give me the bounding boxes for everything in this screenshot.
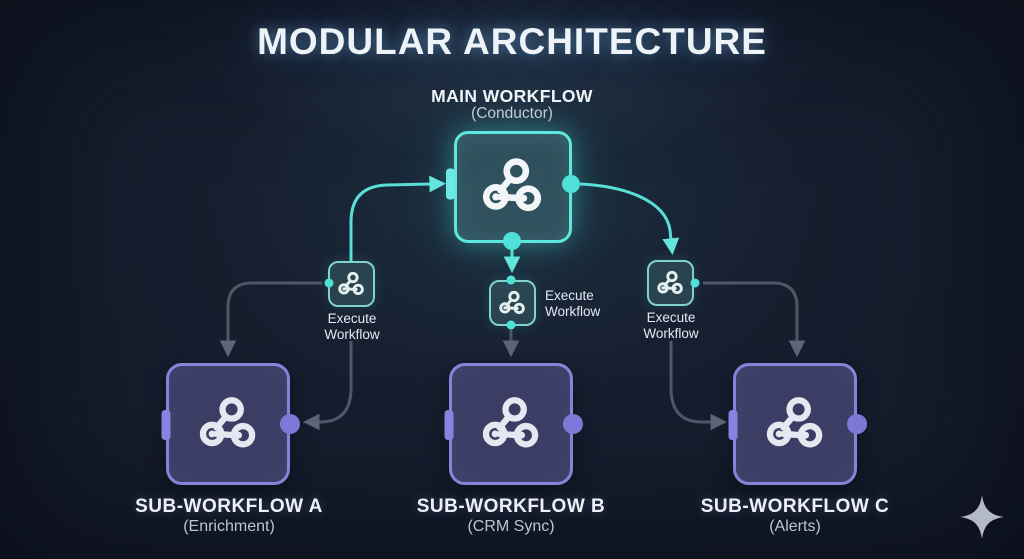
edge-execute-a-to-sub-a-right-port	[302, 341, 353, 431]
execute-workflow-node-b	[489, 280, 536, 326]
sub-workflow-a-label: SUB-WORKFLOW A	[135, 496, 323, 517]
sub-workflow-b-sublabel: (CRM Sync)	[467, 518, 555, 535]
webhook-icon	[197, 393, 260, 456]
webhook-icon	[480, 154, 546, 220]
sub-workflow-node-b	[449, 363, 573, 485]
execute-workflow-node-a	[328, 261, 375, 307]
webhook-icon	[480, 393, 543, 456]
webhook-icon	[498, 289, 527, 318]
sub-workflow-node-c	[733, 363, 857, 485]
sub-workflow-c-sublabel: (Alerts)	[769, 518, 821, 535]
sub-workflow-c-label: SUB-WORKFLOW C	[700, 496, 890, 517]
page-title: MODULAR ARCHITECTURE	[257, 21, 767, 62]
execute-workflow-label-c: Execute Workflow	[643, 310, 699, 341]
execute-workflow-label-b: Execute Workflow	[545, 288, 601, 319]
sub-workflow-node-a	[166, 363, 290, 485]
webhook-icon	[337, 270, 366, 299]
execute-workflow-node-c	[647, 260, 694, 306]
edge-execute-a-to-main-input	[349, 175, 447, 261]
edge-execute-c-to-sub-c-left-port	[669, 341, 728, 431]
main-workflow-sublabel: (Conductor)	[471, 105, 553, 122]
edge-main-to-execute-c	[579, 182, 680, 256]
webhook-icon	[764, 393, 827, 456]
execute-workflow-label-a: Execute Workflow	[324, 311, 380, 342]
sub-workflow-b-label: SUB-WORKFLOW B	[416, 496, 606, 517]
sparkle-four-point-star-icon	[960, 495, 1004, 539]
main-workflow-label: MAIN WORKFLOW	[431, 86, 593, 106]
main-workflow-node	[454, 131, 572, 243]
sub-workflow-a-sublabel: (Enrichment)	[183, 518, 275, 535]
